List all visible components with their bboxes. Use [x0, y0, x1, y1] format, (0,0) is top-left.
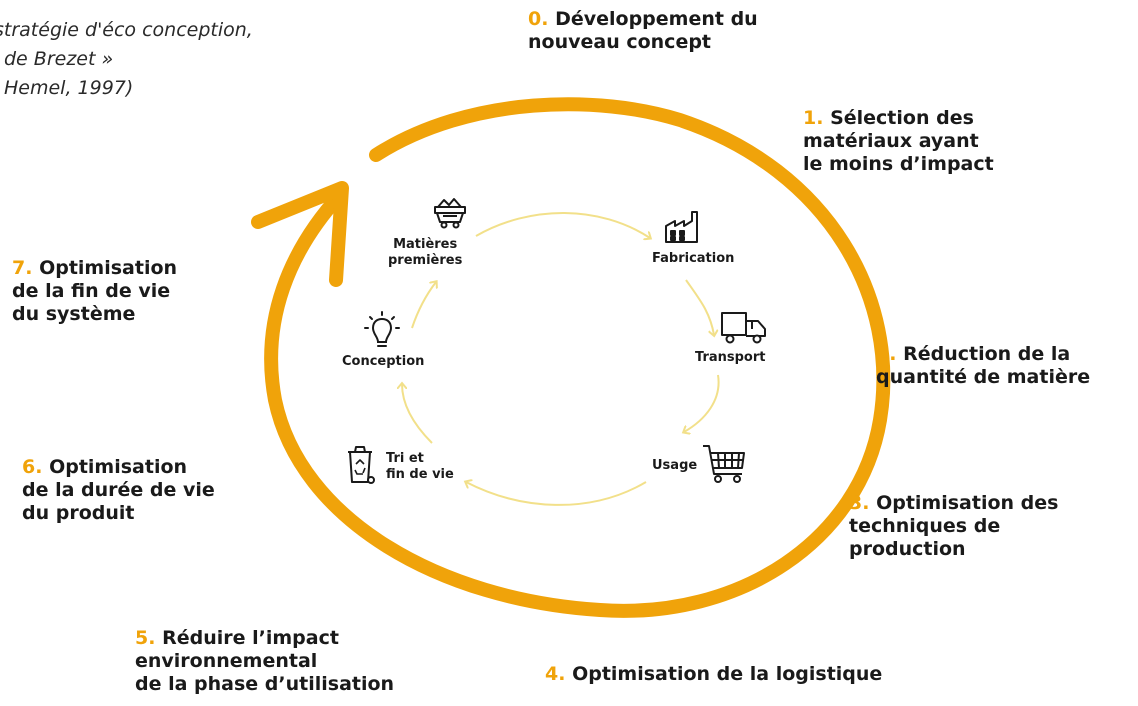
strategy-text: Optimisation	[49, 456, 188, 478]
strategy-text: Réduction de la	[903, 343, 1071, 365]
strategy-text: de la phase d’utilisation	[135, 673, 395, 695]
strategy-0: 0. Développement du nouveau concept	[528, 8, 758, 54]
arrow-conception-to-matieres	[411, 282, 436, 329]
node-label-line: premières	[388, 253, 463, 268]
strategy-number: 5.	[135, 627, 156, 649]
strategy-text: de la durée de vie	[22, 479, 215, 501]
strategy-text: quantité de matière	[876, 366, 1091, 388]
strategy-4: 4. Optimisation de la logistique	[545, 663, 882, 686]
strategy-text: techniques de	[849, 515, 1001, 537]
strategy-7: 7. Optimisation de la fin de vie du syst…	[12, 257, 177, 326]
strategy-number: 4.	[545, 663, 566, 685]
node-label-line: Transport	[695, 350, 766, 365]
source-caption: stratégie d'éco conception, de Brezet » …	[0, 16, 253, 103]
strategy-text: du système	[12, 303, 136, 325]
caption-line: de Brezet »	[4, 48, 114, 70]
strategy-5: 5. Réduire l’impact environnemental de l…	[135, 627, 394, 696]
node-usage: Usage	[652, 458, 697, 474]
shopping-cart-icon	[703, 445, 745, 483]
node-conception: Conception	[342, 354, 424, 370]
strategy-text: Optimisation de la logistique	[572, 663, 883, 685]
strategy-text: Optimisation des	[876, 492, 1059, 514]
mining-cart-icon	[434, 198, 466, 229]
strategy-text: production	[849, 538, 966, 560]
node-tri-fin-de-vie: Tri et fin de vie	[386, 451, 454, 483]
strategy-text: le moins d’impact	[803, 153, 994, 175]
arrow-matieres-to-fabrication	[475, 212, 650, 238]
node-fabrication: Fabrication	[652, 251, 734, 267]
node-label-line: Fabrication	[652, 251, 735, 266]
arrow-fabrication-to-transport	[685, 279, 714, 335]
lightbulb-icon	[364, 311, 400, 347]
truck-icon	[721, 312, 766, 344]
node-label-line: Matières	[393, 237, 458, 252]
caption-line: Hemel, 1997)	[4, 77, 134, 99]
strategy-number: 0.	[528, 8, 549, 30]
strategy-number: 6.	[22, 456, 43, 478]
node-label-line: Conception	[342, 354, 425, 369]
node-matieres-premieres: Matières premières	[388, 237, 462, 269]
recycle-bin-icon	[348, 446, 375, 484]
strategy-2: 2. Réduction de la quantité de matière	[876, 343, 1090, 389]
node-label-line: fin de vie	[386, 467, 454, 482]
strategy-number: 7.	[12, 257, 33, 279]
strategy-number: 2.	[876, 343, 897, 365]
strategy-text: du produit	[22, 502, 135, 524]
strategy-text: nouveau concept	[528, 31, 712, 53]
outer-cycle-arrowhead	[251, 181, 349, 287]
strategy-text: Développement du	[555, 8, 758, 30]
strategy-6: 6. Optimisation de la durée de vie du pr…	[22, 456, 215, 525]
arrow-usage-to-tri	[466, 482, 647, 506]
caption-line: stratégie d'éco conception,	[0, 19, 253, 41]
strategy-1: 1. Sélection des matériaux ayant le moin…	[803, 107, 994, 176]
node-label-line: Tri et	[386, 451, 424, 466]
arrow-transport-to-usage	[684, 374, 720, 432]
strategy-3: 3. Optimisation des techniques de produc…	[849, 492, 1058, 561]
node-transport: Transport	[695, 350, 765, 366]
outer-cycle-ring	[264, 97, 891, 618]
strategy-number: 1.	[803, 107, 824, 129]
strategy-text: matériaux ayant	[803, 130, 979, 152]
strategy-text: Réduire l’impact	[162, 627, 339, 649]
strategy-text: Optimisation	[39, 257, 178, 279]
arrow-tri-to-conception	[402, 384, 433, 444]
strategy-text: environnemental	[135, 650, 318, 672]
factory-icon	[665, 211, 698, 243]
strategy-text: Sélection des	[830, 107, 974, 129]
strategy-text: de la fin de vie	[12, 280, 171, 302]
strategy-number: 3.	[849, 492, 870, 514]
node-label-line: Usage	[652, 458, 698, 473]
